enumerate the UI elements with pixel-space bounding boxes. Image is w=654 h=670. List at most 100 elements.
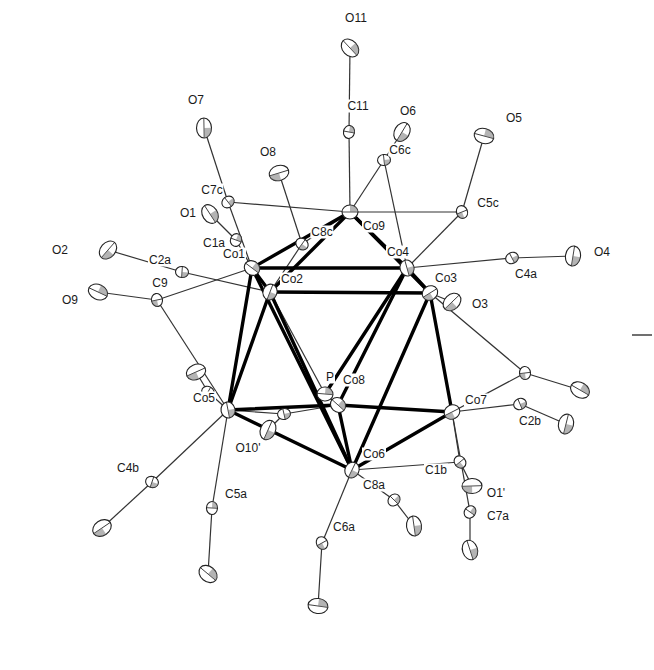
metal-bond — [325, 268, 407, 394]
atom-ellipsoid — [257, 418, 279, 442]
atom-ellipsoid — [144, 475, 160, 490]
metal-bond — [270, 292, 430, 293]
atom-ellipsoid — [398, 258, 416, 277]
atom-label: C6c — [388, 144, 411, 157]
atom-label: O4 — [593, 246, 611, 259]
atom-ellipsoid — [327, 394, 348, 415]
atom-ellipsoid — [504, 250, 521, 266]
atom-label: C8a — [362, 479, 386, 492]
bond-line — [350, 211, 462, 212]
atom-ellipsoid — [390, 120, 413, 145]
atom-ellipsoid — [196, 562, 221, 586]
bond-line — [512, 256, 573, 258]
atom-label: O9 — [61, 294, 79, 307]
atom-ellipsoid — [316, 386, 333, 401]
atom-label: C8c — [310, 226, 333, 239]
atom-ellipsoid — [206, 501, 218, 515]
atom-ellipsoid — [442, 402, 463, 422]
atom-label: Co2 — [280, 273, 304, 286]
bond-line — [352, 470, 394, 500]
atom-label: C7a — [486, 510, 510, 523]
metal-bond — [350, 212, 430, 293]
atom-label: O1' — [486, 487, 506, 500]
atom-label: C1b — [424, 464, 448, 477]
atom-ellipsoid — [175, 266, 189, 278]
bond-line — [349, 132, 350, 212]
atom-label: O11 — [344, 12, 368, 25]
metal-bond — [228, 410, 352, 470]
atom-label: C2a — [148, 254, 172, 267]
atom-label: O10' — [235, 442, 262, 455]
metal-bond — [228, 292, 270, 410]
atom-ellipsoid — [342, 125, 355, 140]
bond-line — [407, 258, 512, 268]
atom-label: O5 — [505, 112, 523, 125]
atom-ellipsoid — [519, 366, 532, 380]
atom-ellipsoid — [462, 504, 478, 521]
atom-ellipsoid — [472, 126, 495, 146]
atom-label: Co4 — [386, 246, 410, 259]
metal-bond — [228, 268, 252, 410]
atom-ellipsoid — [314, 535, 330, 552]
atom-ellipsoid — [556, 412, 575, 435]
atom-ellipsoid — [90, 516, 115, 540]
atom-ellipsoid — [342, 205, 358, 219]
atom-ellipsoid — [261, 282, 280, 302]
atom-label: O6 — [399, 105, 417, 118]
atoms — [86, 36, 593, 615]
atom-label: Co8 — [342, 374, 366, 387]
atom-ellipsoid — [440, 290, 465, 315]
atom-label: O1 — [179, 207, 197, 220]
atom-label: Co7 — [464, 394, 488, 407]
metal-bond — [338, 405, 452, 412]
atom-label: Co9 — [362, 220, 386, 233]
atom-label: C7c — [200, 184, 223, 197]
atom-label: C6a — [332, 521, 356, 534]
atom-ellipsoid — [150, 292, 163, 307]
metal-bond — [252, 268, 352, 470]
bond-line — [157, 268, 252, 300]
atom-ellipsoid — [420, 283, 441, 303]
atom-ellipsoid — [452, 453, 469, 470]
atom-label: C5c — [476, 197, 499, 210]
atom-ellipsoid — [342, 460, 362, 481]
atom-ellipsoid — [307, 597, 329, 615]
atom-ellipsoid — [198, 202, 221, 227]
atom-label: P — [325, 371, 335, 384]
bond-line — [318, 543, 322, 606]
atom-label: O7 — [187, 94, 205, 107]
atom-ellipsoid — [96, 238, 120, 263]
atom-label: Co5 — [192, 392, 216, 405]
atom-ellipsoid — [564, 245, 582, 267]
atom-ellipsoid — [241, 258, 262, 279]
atom-ellipsoid — [229, 232, 244, 248]
atom-label: O2 — [51, 244, 69, 257]
bonds — [98, 48, 580, 606]
atom-ellipsoid — [405, 515, 423, 537]
reaction-arrow-stub — [632, 334, 652, 335]
bond-line — [279, 173, 302, 244]
atom-ellipsoid — [294, 236, 311, 253]
atom-ellipsoid — [512, 396, 528, 411]
atom-label: C9 — [151, 277, 168, 290]
bond-line — [157, 300, 228, 410]
atom-label: O3 — [471, 298, 489, 311]
atom-ellipsoid — [386, 492, 403, 509]
atom-label: Co1 — [222, 248, 246, 261]
atom-label: C5a — [224, 488, 248, 501]
bond-line — [350, 160, 384, 212]
bond-line — [407, 212, 462, 268]
atom-label: C11 — [346, 100, 369, 113]
atom-label: O8 — [259, 146, 277, 159]
atom-label: C4b — [116, 462, 140, 475]
metal-bond — [352, 412, 452, 470]
atom-ellipsoid — [568, 379, 593, 402]
metal-bond — [338, 405, 352, 470]
bond-line — [152, 410, 228, 482]
atom-ellipsoid — [86, 281, 110, 303]
metal-bond — [338, 268, 407, 405]
metal-bond — [270, 292, 352, 470]
metal-bond — [270, 212, 350, 292]
